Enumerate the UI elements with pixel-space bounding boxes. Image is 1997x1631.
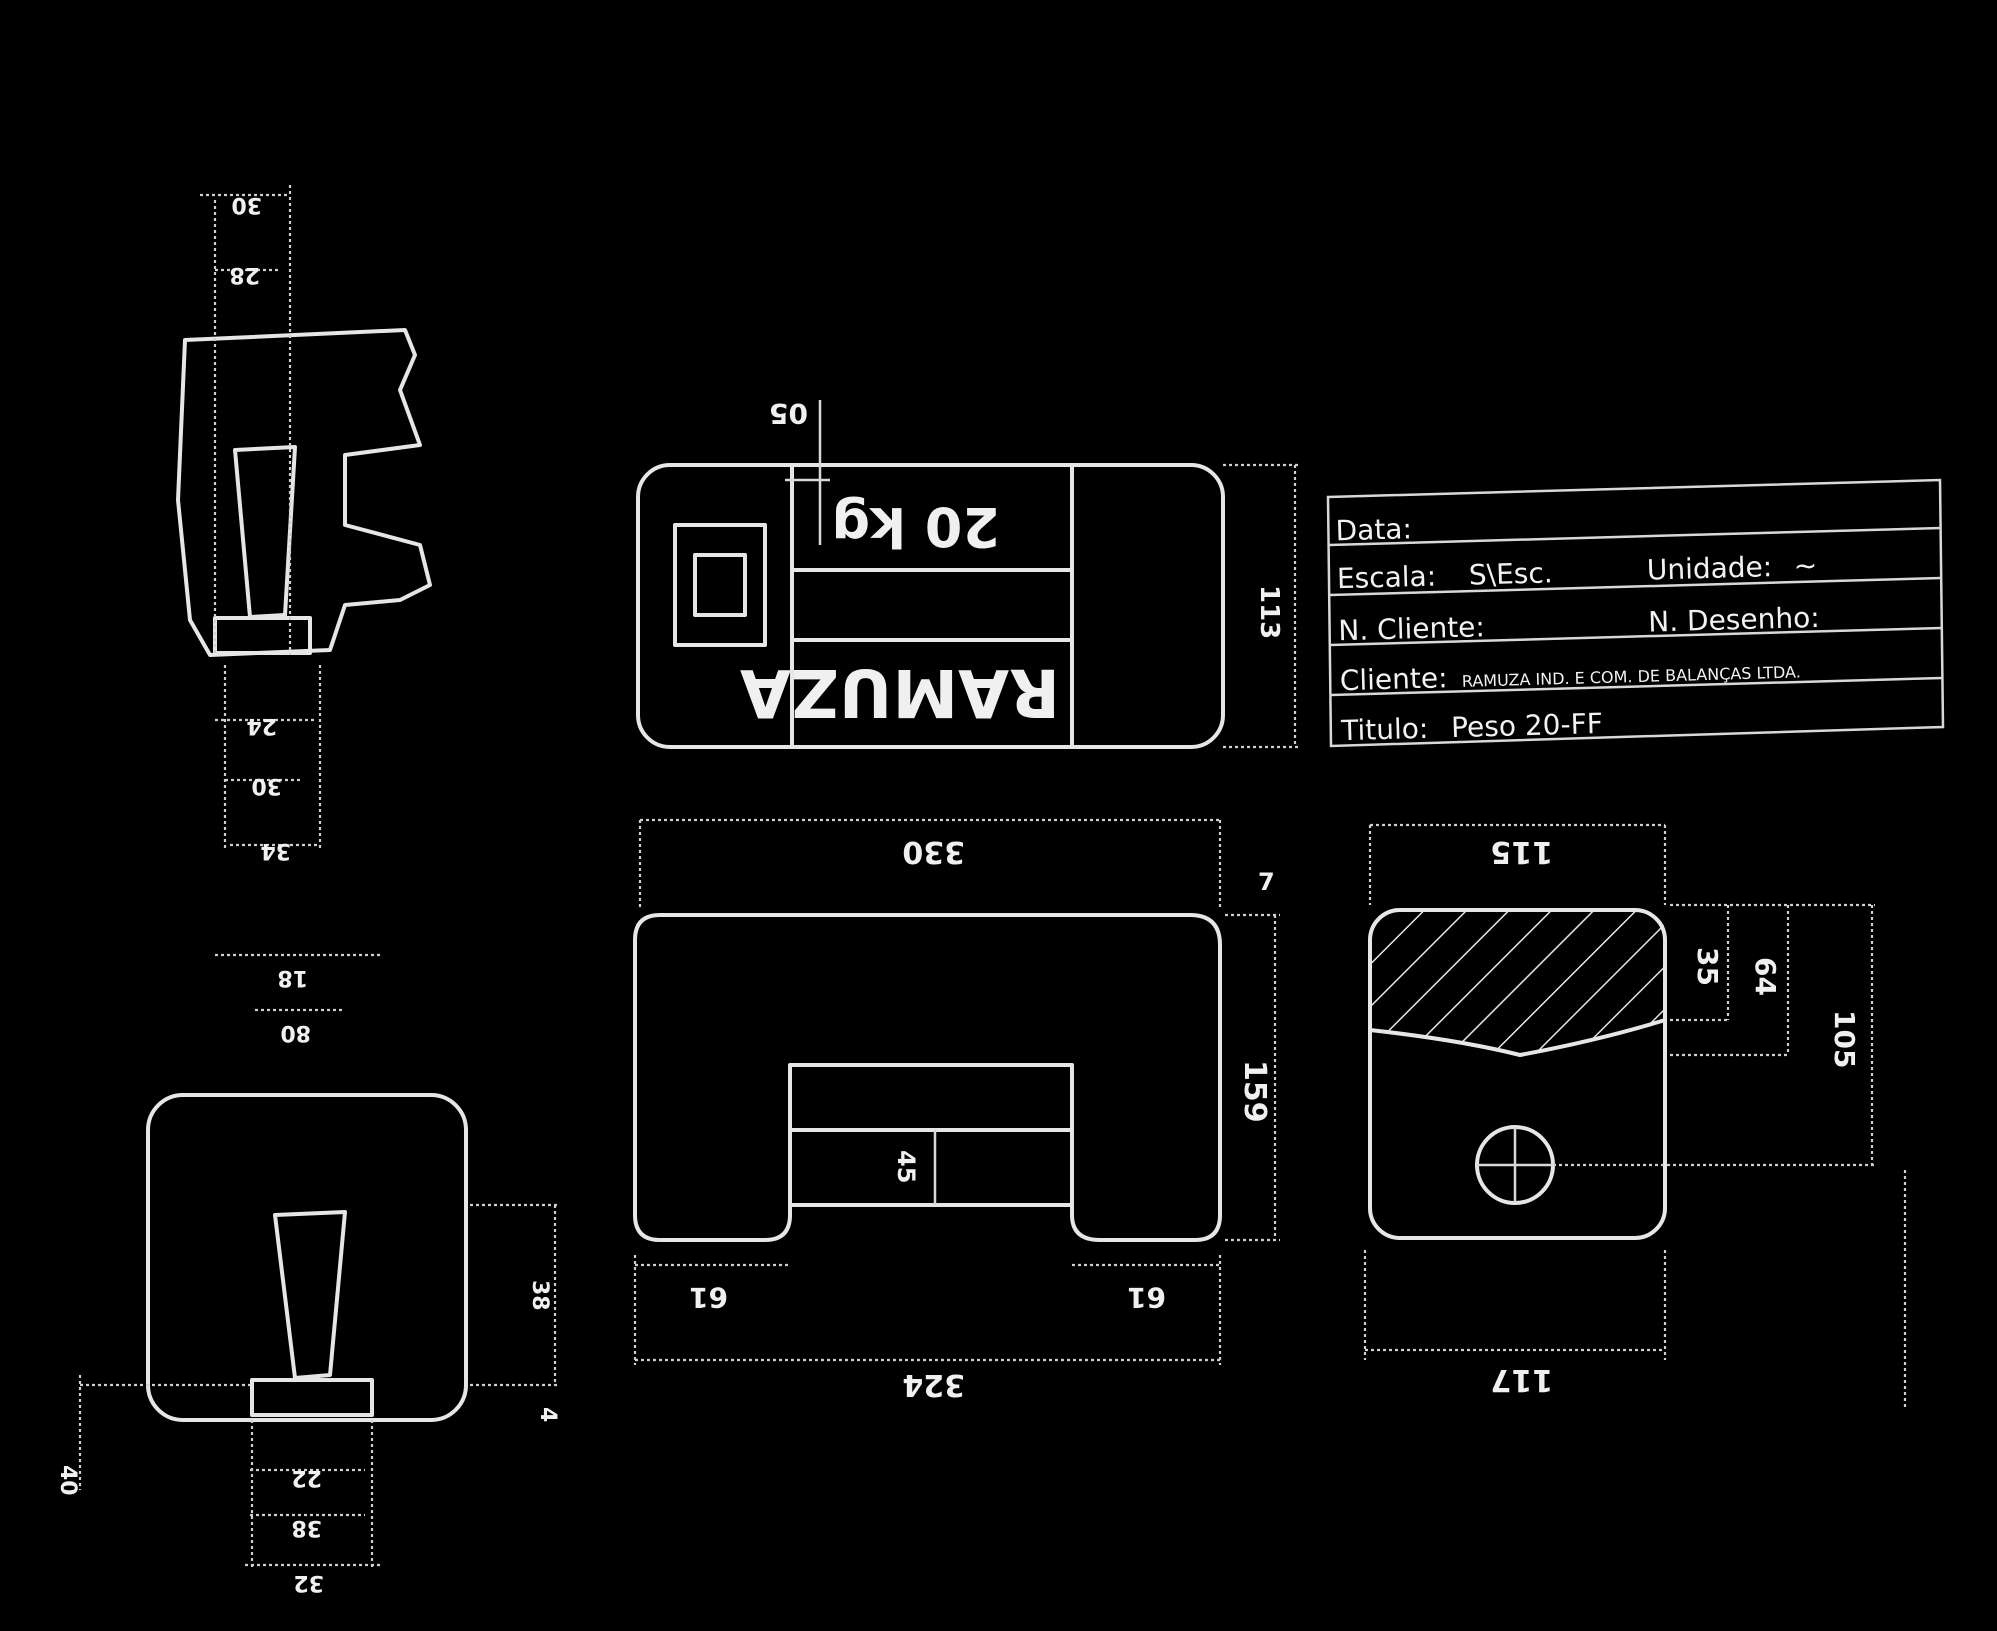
title-block: Data: Escala: S\Esc. Unidade: ~ N. Clien…	[1326, 478, 1945, 748]
front-dim-top: 330	[902, 834, 965, 869]
lower-base-block	[250, 1378, 374, 1417]
tb-unidade-label: Unidade:	[1646, 550, 1772, 586]
side-view-section-line	[1368, 1018, 1667, 1057]
front-dim-right-foot: 61	[1127, 1281, 1166, 1314]
upper-taper	[233, 445, 297, 619]
lower-dim-1: 80	[280, 1020, 311, 1045]
brand-label: RAMUZA	[740, 654, 1060, 731]
lower-dim-2: 38	[527, 1280, 552, 1311]
side-dim-a: 35	[1691, 947, 1724, 986]
lower-body-outline	[146, 1093, 468, 1422]
tb-ndesenho: N. Desenho:	[1648, 601, 1820, 639]
upper-dim-0: 30	[231, 192, 262, 217]
side-view-hatch	[1370, 910, 1665, 1055]
top-view: 05 20 kg RAMUZA 113	[636, 397, 1300, 749]
tb-ncliente: N. Cliente:	[1338, 610, 1485, 647]
upper-dim-4: 34	[260, 838, 291, 863]
front-dim-bottom: 324	[902, 1367, 965, 1402]
front-dim-left-foot: 61	[689, 1281, 728, 1314]
side-view: 115 117 35 64 105	[1363, 823, 1907, 1410]
front-dim-inner: 45	[892, 1150, 920, 1183]
upper-dim-1: 28	[229, 262, 260, 287]
top-view-inner-square	[693, 553, 747, 617]
side-dim-c: 105	[1828, 1010, 1861, 1068]
detail-upper: 30 28 24 30 34	[176, 185, 432, 863]
lower-dim-7: 40	[55, 1465, 80, 1496]
weight-label: 20 kg	[831, 495, 1000, 558]
upper-dim-2: 24	[246, 713, 277, 738]
front-dim-height: 159	[1237, 1060, 1272, 1123]
lower-dim-6: 32	[293, 1570, 324, 1595]
tb-escala-label: Escala:	[1336, 560, 1436, 596]
front-view: 330 324 159 45 61 61 7	[633, 818, 1280, 1402]
tb-titulo-value: Peso 20-FF	[1451, 707, 1604, 744]
title-block-border	[1326, 478, 1945, 748]
top-view-outer-square	[673, 523, 767, 647]
top-view-outline	[636, 463, 1225, 749]
side-dim-b: 64	[1749, 957, 1782, 996]
upper-body-outline	[176, 328, 432, 657]
detail-lower: 18 80 38 4 22 38 32 40	[55, 953, 560, 1595]
lower-dim-0: 18	[277, 965, 308, 990]
side-dim-top: 115	[1490, 834, 1553, 869]
lower-dim-5: 38	[291, 1515, 322, 1540]
top-view-dim-small: 05	[769, 397, 808, 430]
tb-cliente-label: Cliente:	[1339, 661, 1448, 697]
lower-dim-4: 22	[291, 1465, 322, 1490]
side-view-outline	[1368, 908, 1667, 1240]
tb-titulo-label: Titulo:	[1340, 712, 1429, 747]
tb-data: Data:	[1335, 512, 1412, 547]
front-view-outline	[633, 913, 1222, 1242]
upper-base-block	[213, 616, 312, 655]
lower-taper	[273, 1210, 347, 1380]
side-dim-bottom: 117	[1490, 1362, 1553, 1397]
front-tick-label: 7	[1258, 868, 1275, 896]
lower-dim-3: 4	[535, 1407, 560, 1422]
top-view-dim-height: 113	[1254, 585, 1284, 639]
tb-unidade-value: ~	[1793, 549, 1817, 583]
tb-escala-value: S\Esc.	[1468, 556, 1553, 591]
upper-dim-3: 30	[251, 773, 282, 798]
